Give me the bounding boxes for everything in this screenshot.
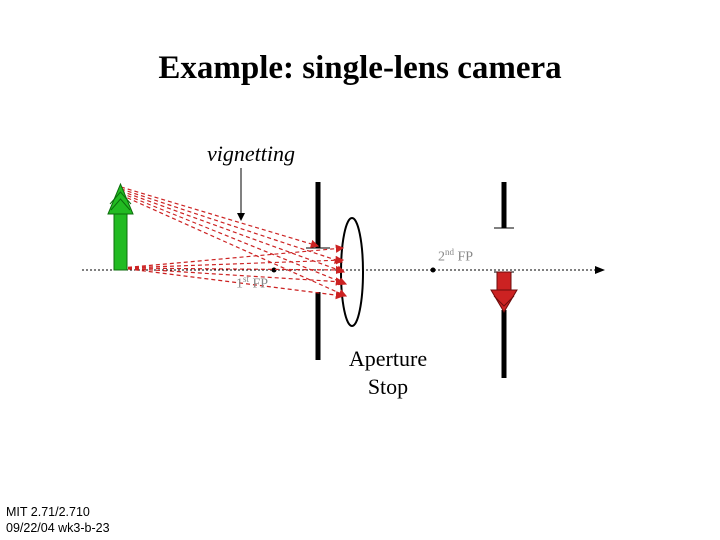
footer-course: MIT 2.71/2.710 <box>6 505 90 519</box>
ray-bundle-top <box>120 186 348 297</box>
ray <box>120 267 345 300</box>
object-arrow <box>107 182 134 271</box>
footer-date: 09/22/04 wk3-b-23 <box>6 521 110 535</box>
ray <box>120 190 346 274</box>
vignetting-label: vignetting <box>207 141 295 166</box>
second-focal-point-label: 2nd FP <box>438 247 474 265</box>
aperture-stop-label: Aperture Stop <box>332 345 444 401</box>
ray <box>120 188 344 264</box>
ray <box>120 186 320 248</box>
ray <box>120 244 345 269</box>
first-focal-point-label: 1st FP <box>236 274 269 292</box>
slide-title: Example: single-lens camera <box>158 50 562 86</box>
ray <box>120 192 348 286</box>
image-arrow <box>490 271 518 313</box>
aperture-stop-label-line2: Stop <box>367 374 409 399</box>
ray <box>120 267 345 286</box>
first-focal-point <box>271 267 277 273</box>
ray <box>120 256 345 269</box>
ray <box>120 265 345 275</box>
slide-footer: MIT 2.71/2.710 09/22/04 wk3-b-23 <box>6 504 110 536</box>
aperture-stop-label-line1: Aperture <box>348 346 428 371</box>
lens <box>340 217 364 327</box>
second-focal-point <box>430 267 436 273</box>
ray <box>120 194 348 297</box>
ray-bundle-axial <box>120 244 345 300</box>
